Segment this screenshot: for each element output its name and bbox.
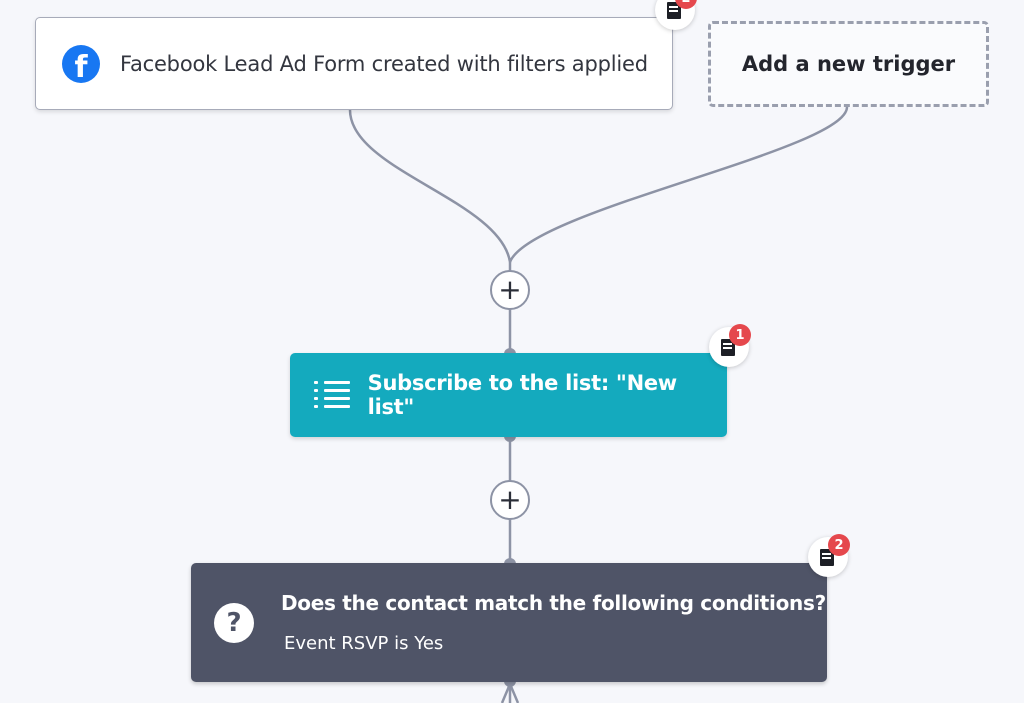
- plus-icon: +: [498, 483, 522, 516]
- note-count: 2: [675, 0, 697, 9]
- condition-title: Does the contact match the following con…: [281, 591, 826, 615]
- question-icon: ?: [214, 602, 254, 643]
- add-trigger-label: Add a new trigger: [741, 52, 956, 76]
- note-count: 2: [828, 534, 850, 556]
- condition-card[interactable]: ? Does the contact match the following c…: [191, 563, 827, 682]
- note-icon: [820, 549, 834, 566]
- add-trigger-button[interactable]: Add a new trigger: [708, 21, 989, 107]
- subscribe-action-card[interactable]: Subscribe to the list: "New list": [290, 353, 727, 437]
- facebook-icon: f: [62, 44, 100, 83]
- trigger-card[interactable]: f Facebook Lead Ad Form created with fil…: [35, 17, 673, 110]
- note-icon: [721, 339, 735, 356]
- plus-icon: +: [498, 273, 522, 306]
- add-step-button[interactable]: +: [490, 480, 530, 520]
- note-icon: [667, 2, 681, 19]
- condition-notes-badge[interactable]: 2: [808, 534, 850, 577]
- trigger-label: Facebook Lead Ad Form created with filte…: [120, 51, 648, 76]
- note-count: 1: [729, 324, 751, 346]
- action-label: Subscribe to the list: "New list": [367, 371, 678, 419]
- list-icon: [314, 378, 350, 412]
- add-step-button[interactable]: +: [490, 270, 530, 310]
- condition-detail: Event RSVP is Yes: [284, 633, 444, 654]
- action-notes-badge[interactable]: 1: [709, 324, 751, 367]
